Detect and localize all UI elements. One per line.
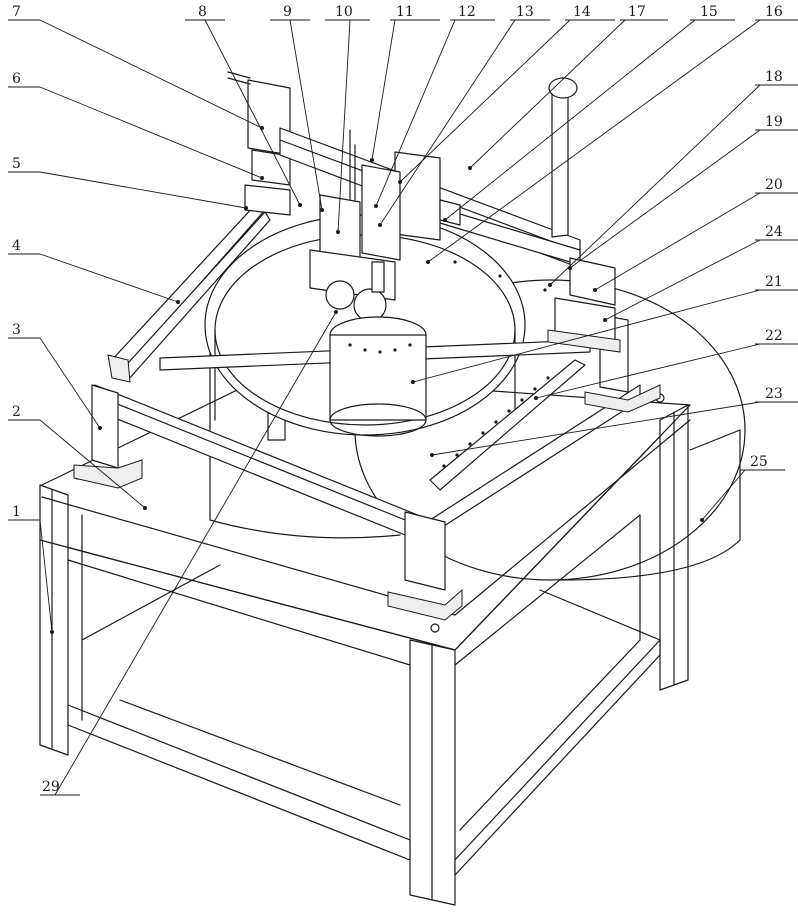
callout-18: 18 (765, 69, 783, 85)
callout-14: 14 (573, 4, 591, 20)
callout-25: 25 (750, 454, 768, 470)
callout-4: 4 (12, 238, 21, 254)
callout-29: 29 (42, 779, 60, 795)
callout-21: 21 (765, 274, 783, 290)
callout-15: 15 (700, 4, 718, 20)
callout-11: 11 (396, 4, 414, 20)
callout-17: 17 (628, 4, 646, 20)
callout-8: 8 (198, 4, 207, 20)
callout-22: 22 (765, 328, 783, 344)
support-frame (40, 375, 690, 905)
callout-19: 19 (765, 114, 783, 130)
callout-20: 20 (765, 177, 783, 193)
callout-12: 12 (458, 4, 476, 20)
callout-7: 7 (12, 4, 21, 20)
callout-9: 9 (283, 4, 292, 20)
callout-16: 16 (765, 4, 783, 20)
callout-23: 23 (765, 386, 783, 402)
callout-1: 1 (12, 504, 21, 520)
callout-24: 24 (765, 224, 783, 240)
callout-5: 5 (12, 156, 21, 172)
callout-13: 13 (516, 4, 534, 20)
callout-6: 6 (12, 71, 21, 87)
callout-2: 2 (12, 404, 21, 420)
callout-3: 3 (12, 322, 21, 338)
callout-10: 10 (335, 4, 353, 20)
